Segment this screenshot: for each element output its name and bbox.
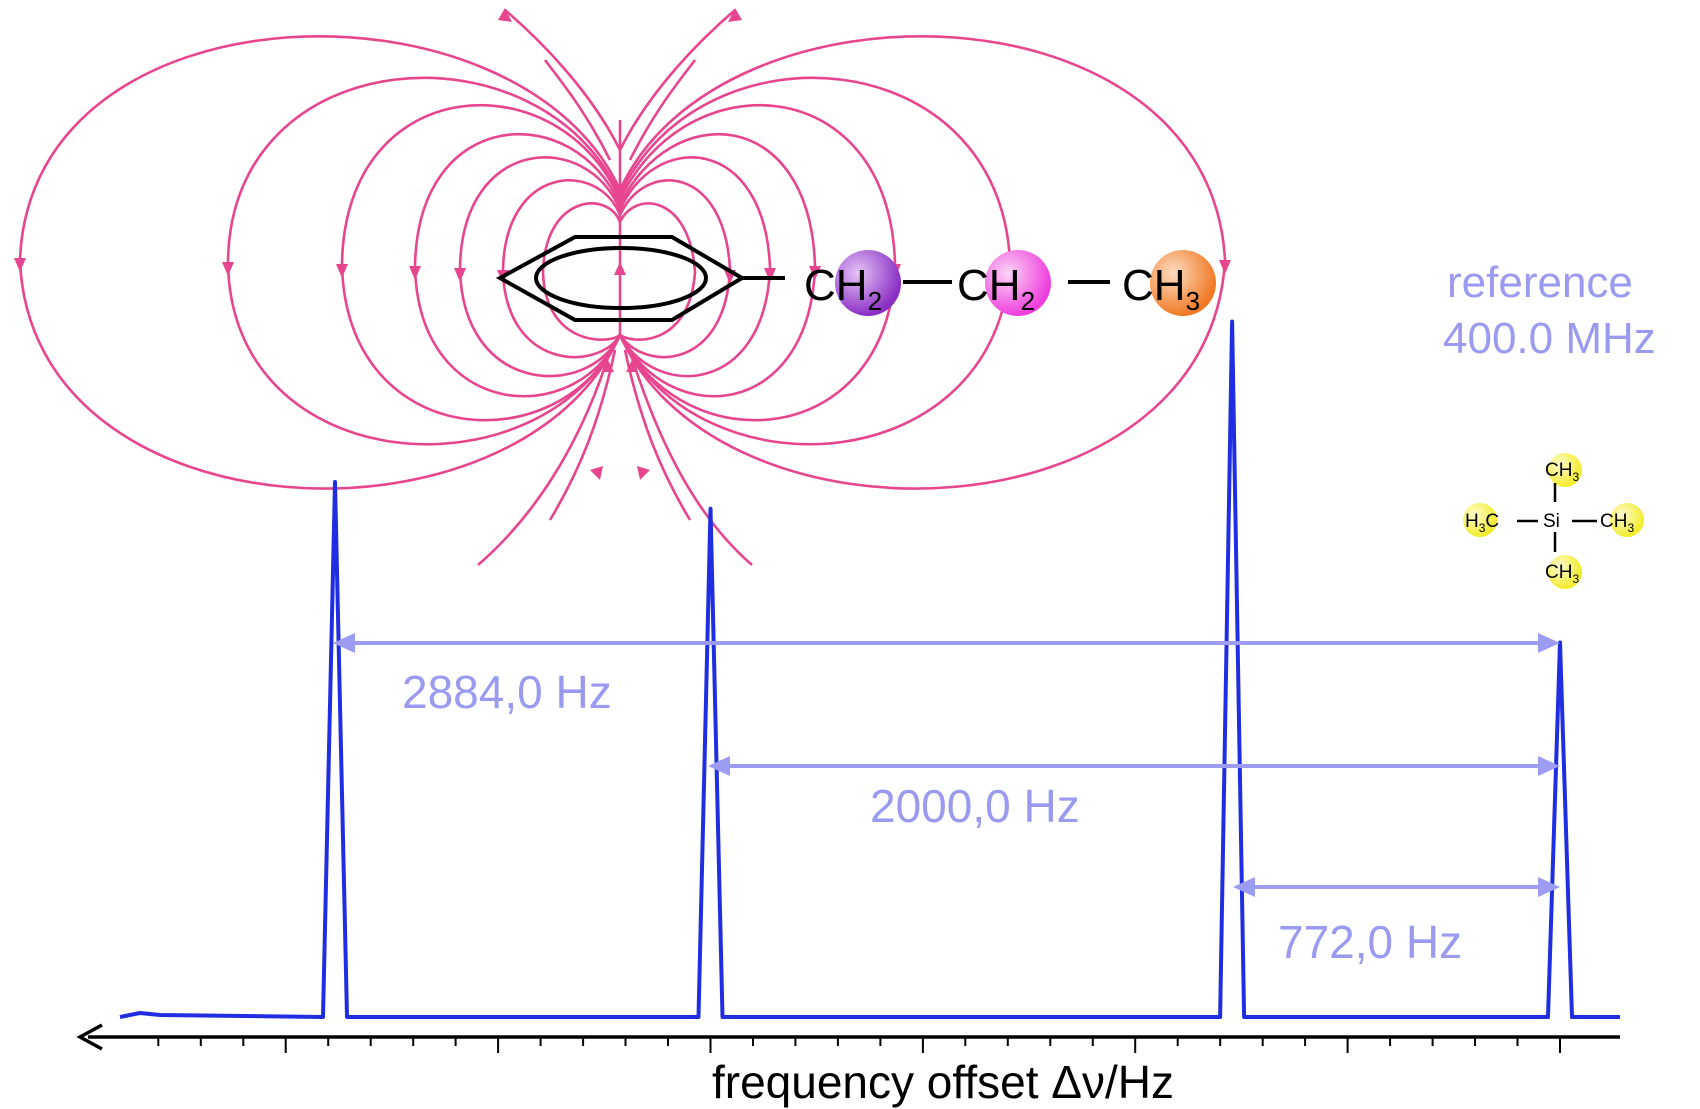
group-label-1: CH2 xyxy=(804,261,882,316)
svg-text:Si: Si xyxy=(1543,511,1560,532)
svg-text:CH3: CH3 xyxy=(1545,460,1579,484)
reference-frequency: 400.0 MHz xyxy=(1443,314,1656,363)
measurement-arrows xyxy=(333,633,1560,897)
svg-text:CH3: CH3 xyxy=(1600,511,1634,535)
ethyl-chain: CH2 CH2 CH3 xyxy=(804,250,1216,316)
spectrum-trace xyxy=(119,319,1620,1019)
axis-ticks xyxy=(157,1037,1561,1053)
spectrum xyxy=(119,319,1620,1019)
distance-label-772: 772,0 Hz xyxy=(1278,916,1462,968)
tms-molecule: CH3 H3C Si CH3 CH3 xyxy=(1463,453,1644,589)
distance-label-2000: 2000,0 Hz xyxy=(870,780,1080,832)
group-label-2: CH2 xyxy=(957,261,1035,316)
reference-title: reference xyxy=(1447,258,1633,307)
axis-label: frequency offset Δν/Hz xyxy=(712,1056,1174,1108)
frequency-axis xyxy=(76,1023,1620,1053)
group-atom-1 xyxy=(835,250,901,316)
svg-text:CH3: CH3 xyxy=(1545,562,1579,586)
svg-text:H3C: H3C xyxy=(1465,511,1499,535)
benzene-ring xyxy=(495,235,785,322)
distance-label-2884: 2884,0 Hz xyxy=(402,666,612,718)
group-atom-3 xyxy=(1150,250,1216,316)
group-atom-2 xyxy=(985,250,1051,316)
group-label-3: CH3 xyxy=(1122,261,1200,316)
